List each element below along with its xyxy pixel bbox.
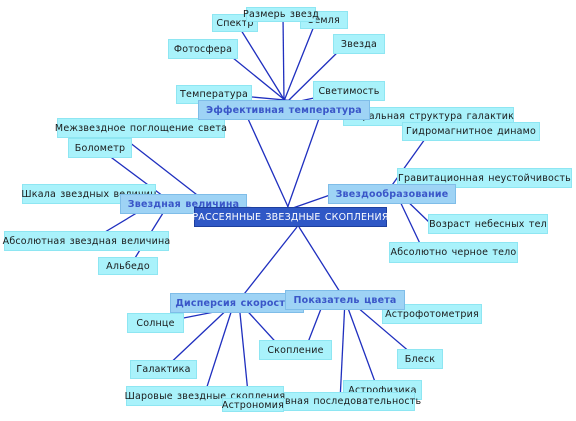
center-open-clusters: РАССЕЯННЫЕ ЗВЕЗДНЫЕ СКОПЛЕНИЯ xyxy=(192,207,388,227)
leaf-interstellar: Межзвездное поглощение света xyxy=(55,118,227,138)
leaf-sky-age: Возраст небесных тел xyxy=(428,214,548,234)
connector-line-2 xyxy=(286,109,323,210)
connector-line-5 xyxy=(236,226,298,304)
leaf-brightness: Блеск xyxy=(397,349,443,369)
leaf-photosphere: Фотосфера xyxy=(168,39,238,59)
connector-line-32 xyxy=(339,299,346,402)
branch-color-index: Показатель цвета xyxy=(285,290,405,310)
leaf-albedo: Альбедо xyxy=(98,257,158,275)
connector-line-3 xyxy=(289,194,331,210)
connector-line-6 xyxy=(298,226,346,301)
leaf-stars: Звезда xyxy=(333,34,385,54)
branch-velocity-dispersion: Дисперсия скоростей xyxy=(170,293,304,313)
leaf-main-sequence: Главная последовательность xyxy=(267,392,421,411)
connector-line-9 xyxy=(283,20,317,102)
leaf-sun: Солнце xyxy=(127,313,184,333)
leaf-bolometer: Болометр xyxy=(68,138,132,158)
leaf-abs-magnitude: Абсолютная звездная величина xyxy=(3,231,170,251)
branch-effective-temperature: Эффективная температура xyxy=(198,100,370,120)
leaf-astronomy: Астрономия xyxy=(221,398,285,412)
branch-star-formation: Звездообразование xyxy=(328,184,456,204)
leaf-dynamo: Гидромагнитное динамо xyxy=(402,122,540,141)
connector-line-7 xyxy=(235,21,286,102)
leaf-grav-instability: Гравитационная неустойчивость xyxy=(397,168,572,188)
connector-line-8 xyxy=(282,15,285,102)
connector-line-31 xyxy=(344,299,379,391)
leaf-cluster: Скопление xyxy=(259,340,332,360)
leaf-luminosity: Светимость xyxy=(313,81,385,101)
leaf-astrophotometry: Астрофотометрия xyxy=(382,304,482,324)
connector-line-1 xyxy=(243,109,290,210)
leaf-black-body: Абсолютно черное тело xyxy=(389,242,518,263)
connector-line-25 xyxy=(162,302,235,371)
leaf-star-size: Размерь звезд xyxy=(243,7,319,22)
leaf-galaxy: Галактика xyxy=(130,360,197,379)
connector-line-11 xyxy=(287,44,346,102)
connector-line-26 xyxy=(203,302,235,397)
